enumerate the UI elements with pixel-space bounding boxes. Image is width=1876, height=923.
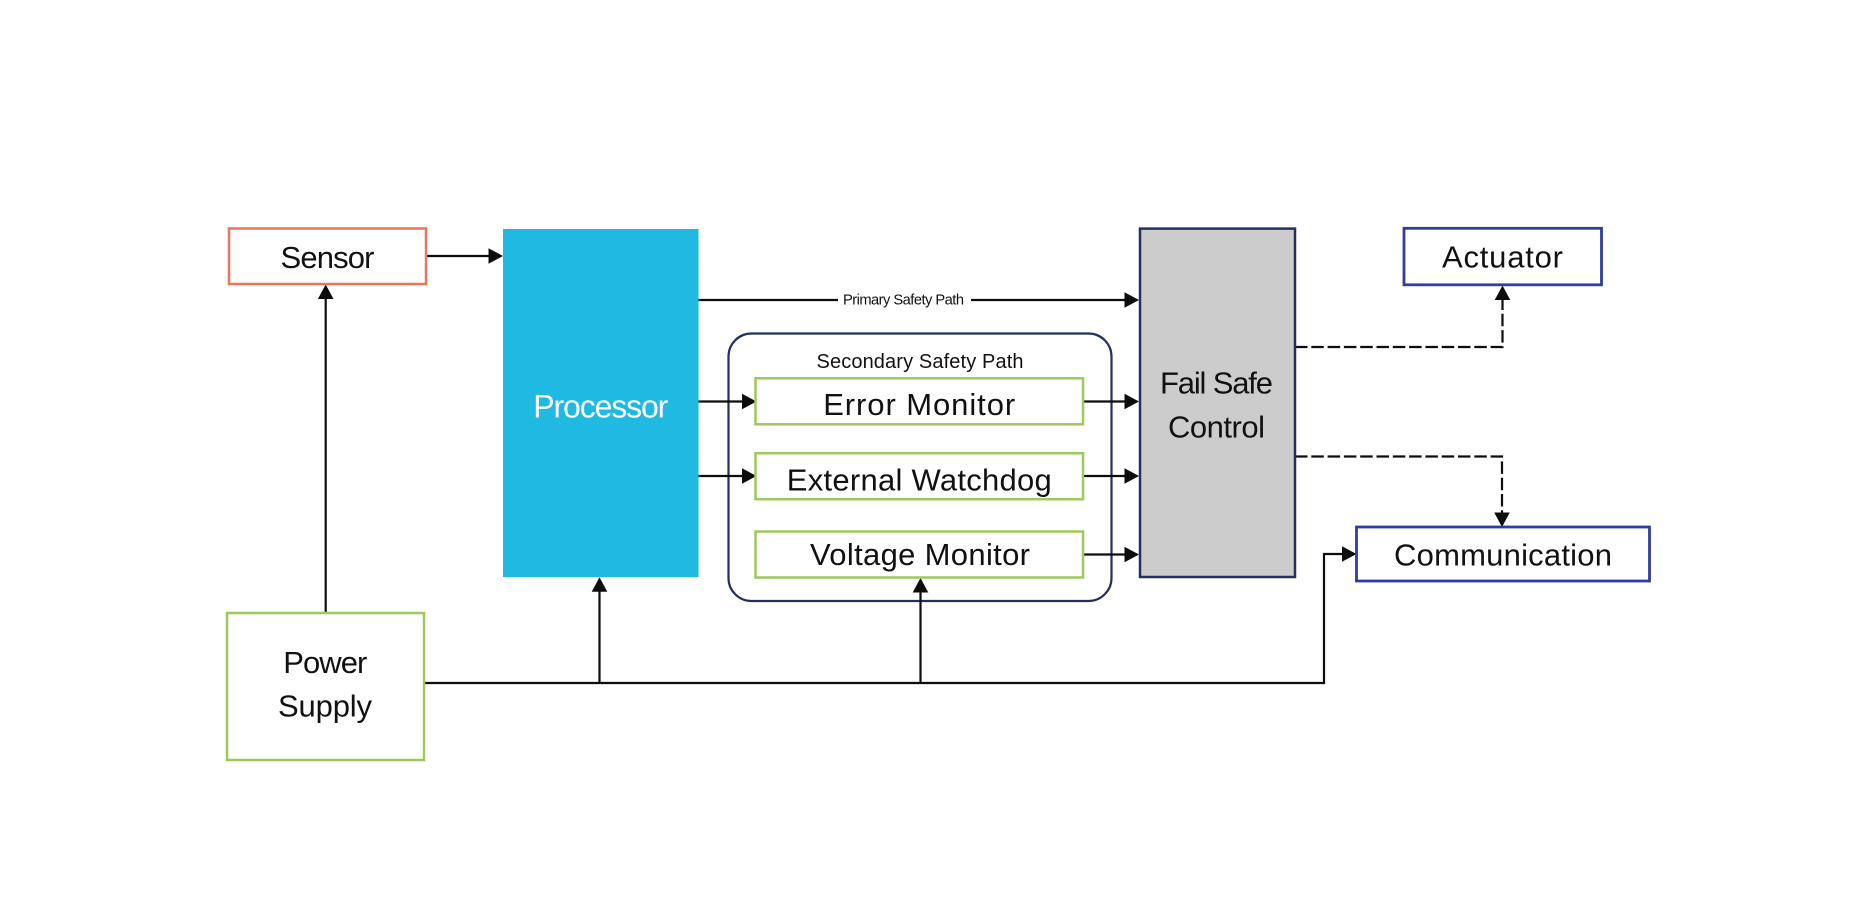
- svg-text:Power: Power: [283, 645, 367, 680]
- svg-text:Secondary Safety Path: Secondary Safety Path: [817, 351, 1024, 373]
- svg-text:Voltage Monitor: Voltage Monitor: [810, 537, 1030, 572]
- svg-text:Actuator: Actuator: [1442, 239, 1563, 274]
- svg-text:Sensor: Sensor: [281, 240, 375, 275]
- svg-text:Processor: Processor: [533, 389, 668, 425]
- svg-text:Primary Safety Path: Primary Safety Path: [843, 292, 964, 308]
- svg-text:External Watchdog: External Watchdog: [787, 463, 1052, 498]
- svg-text:Error Monitor: Error Monitor: [823, 387, 1015, 422]
- svg-text:Fail Safe: Fail Safe: [1160, 366, 1273, 401]
- svg-text:Supply: Supply: [278, 689, 373, 724]
- svg-text:Control: Control: [1168, 410, 1265, 445]
- svg-text:Communication: Communication: [1394, 537, 1612, 572]
